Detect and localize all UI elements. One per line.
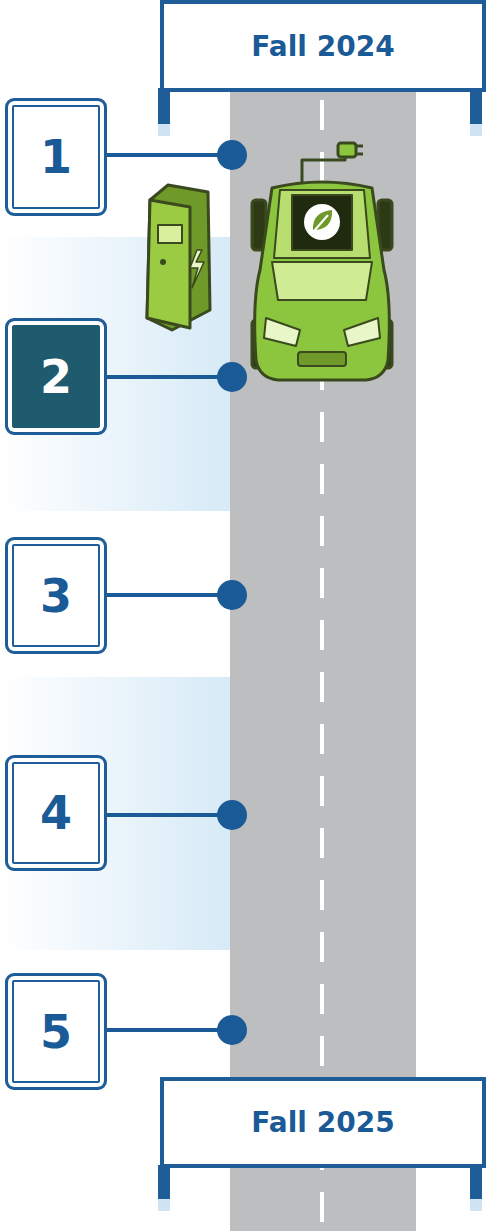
step-number: 3 <box>40 569 72 623</box>
step-number: 2 <box>40 350 72 404</box>
date-label: Fall 2024 <box>251 30 394 63</box>
date-label: Fall 2025 <box>251 1106 394 1139</box>
callout-number: 3 <box>5 537 107 654</box>
callout-number: 5 <box>5 973 107 1090</box>
leader-lines <box>107 140 247 1045</box>
date-sign: Fall 2025 <box>160 1077 486 1168</box>
electric-car <box>252 143 392 380</box>
callout-number: 4 <box>5 755 107 871</box>
charging-station <box>147 185 210 330</box>
highlight-band <box>0 237 230 511</box>
step-number: 4 <box>40 786 72 840</box>
callout-number: 1 <box>5 98 107 216</box>
step-number: 5 <box>40 1005 72 1059</box>
callout-number: 2 <box>5 318 107 435</box>
date-sign: Fall 2024 <box>160 0 486 92</box>
road <box>230 0 416 1231</box>
step-number: 1 <box>40 130 72 184</box>
